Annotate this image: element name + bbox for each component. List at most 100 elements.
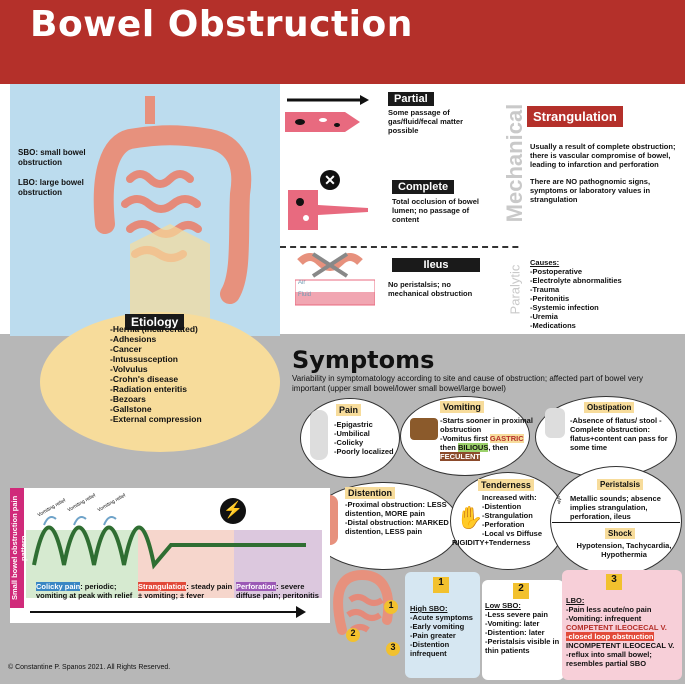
perforation-text: : severe diffuse pain; peritonitis [236, 582, 319, 600]
high-sbo-num: 1 [433, 577, 449, 593]
page-title: Bowel Obstruction [30, 4, 413, 45]
gastric-tag: GASTRIC [489, 434, 524, 443]
high-sbo-item: -Acute symptoms [410, 613, 473, 622]
distention-text: -Proximal obstruction: LESS distention, … [345, 500, 455, 536]
strangulation-text: Usually a result of complete obstruction… [530, 142, 680, 204]
colicky-text: : periodic; vomiting at peak with relief [36, 582, 133, 600]
pain-item: -Poorly localized [334, 447, 394, 456]
cause-item: -Postoperative [530, 267, 583, 276]
bowel-labels: SBO: small bowel obstruction LBO: large … [18, 148, 108, 198]
high-sbo-item: -Early vomiting [410, 622, 465, 631]
perforation-caption: Perforation: severe diffuse pain; perito… [236, 582, 326, 600]
low-sbo-item: -Peristalsis visible in thin patients [485, 637, 560, 655]
sbo-label: SBO: small bowel obstruction [18, 148, 86, 167]
location-marker-3: 3 [386, 642, 400, 656]
vomiting-line-3: then [440, 443, 456, 452]
cause-item: -Peritonitis [530, 294, 570, 303]
low-sbo-item: -Less severe pain [485, 610, 548, 619]
lbo-item: -Pain less acute/no pain [566, 605, 652, 614]
location-marker-1: 1 [384, 600, 398, 614]
etiology-item: -Crohn's disease [110, 374, 179, 384]
partial-icon [285, 95, 369, 132]
cause-item: -Uremia [530, 312, 558, 321]
tenderness-item: Increased with: [482, 493, 537, 502]
lbo-item: -reflux into small bowel; [566, 650, 652, 659]
no-passage-icon: ✕ [320, 170, 340, 190]
anatomy-panel [10, 84, 280, 336]
lbo-list: LBO: -Pain less acute/no pain -Vomiting:… [566, 596, 682, 668]
tenderness-item: -Strangulation [482, 511, 533, 520]
low-sbo-title: Low SBO: [485, 601, 521, 610]
etiology-item: -Hernia (incarcerated) [110, 324, 198, 334]
complete-text: Total occlusion of bowel lumen; no passa… [392, 197, 479, 224]
pain-item: -Umbilical [334, 429, 370, 438]
complete-title: Complete [392, 180, 455, 194]
tenderness-item: -Perforation [482, 520, 525, 529]
high-sbo-item: -Distention infrequent [410, 640, 450, 658]
lbo-title: LBO: [566, 596, 585, 605]
section-divider [280, 246, 680, 248]
pain-title: Pain [336, 404, 362, 416]
lbo-item: -Vomiting: infrequent [566, 614, 642, 623]
colicky-tag: Colicky pain [36, 582, 81, 591]
etiology-item: -Bezoars [110, 394, 146, 404]
bowel-locations-illustration [333, 569, 394, 635]
etiology-title: Etiology [125, 314, 185, 330]
etiology-list: -Hernia (incarcerated) -Adhesions -Cance… [110, 324, 202, 424]
causes-title: Causes: [530, 258, 560, 267]
hand-icon: ✋ [456, 505, 484, 530]
partial-text: Some passage of gas/fluid/fecal matter p… [388, 108, 464, 135]
peristalsis-text: Metallic sounds; absence implies strangu… [570, 494, 661, 521]
stethoscope-icon: ⚕ [556, 495, 562, 507]
time-arrow [30, 611, 300, 613]
cause-item: -Medications [530, 321, 576, 330]
ileus-icon [295, 252, 375, 306]
patient-icon [310, 410, 328, 460]
strangulation-caption-text: : steady pain ± vomiting; ± fever [138, 582, 233, 600]
ileus-text: No peristalsis; no mechanical obstructio… [388, 280, 473, 298]
etiology-item: -External compression [110, 414, 202, 424]
lbo-num: 3 [606, 574, 622, 590]
tenderness-title: Tenderness [478, 479, 534, 491]
tenderness-item: RIGIDITY+Tenderness [452, 538, 531, 547]
ileus-title: Ileus [392, 258, 480, 272]
tenderness-oval [450, 472, 566, 570]
vomiting-line-1: -Starts sooner in proximal obstruction [440, 416, 533, 434]
strangulation-text-1: Usually a result of complete obstruction… [530, 142, 676, 169]
pain-curve [32, 516, 306, 570]
arrow-head-icon [296, 606, 306, 618]
etiology-item: -Adhesions [110, 334, 157, 344]
colicky-caption: Colicky pain: periodic; vomiting at peak… [36, 582, 136, 600]
vomiting-title: Vomiting [440, 401, 484, 413]
etiology-item: -Cancer [110, 344, 142, 354]
incompetent-valve: INCOMPETENT ILEOCECAL V. [566, 641, 675, 650]
lbo-label: LBO: large bowel obstruction [18, 178, 84, 197]
vomiting-figure-icon [410, 418, 438, 440]
mechanical-label: Mechanical [502, 103, 527, 223]
tenderness-item: -Distention [482, 502, 522, 511]
etiology-item: -Volvulus [110, 364, 148, 374]
vomiting-line-4: , then [488, 443, 509, 452]
etiology-item: -Radiation enteritis [110, 384, 187, 394]
strangulation-caption: Strangulation: steady pain ± vomiting; ±… [138, 582, 234, 600]
peristalsis-title: Peristalsis [597, 479, 644, 490]
tenderness-item: -Local vs Diffuse [482, 529, 543, 538]
header-bar [0, 0, 685, 84]
pain-list: -Epigastric -Umbilical -Colicky -Poorly … [334, 420, 394, 456]
partial-title: Partial [388, 92, 434, 106]
pain-pattern-label: Small bowel obstruction pain pattern [10, 488, 28, 608]
high-sbo-title: High SBO: [410, 604, 448, 613]
etiology-oval [40, 312, 280, 452]
closed-loop-tag: -closed loop obstruction [566, 632, 654, 641]
lbo-item: resembles partial SBO [566, 659, 647, 668]
paralytic-label: Paralytic [507, 264, 523, 315]
feculent-tag: FECULENT [440, 452, 480, 461]
tenderness-list: Increased with: -Distention -Strangulati… [452, 493, 543, 547]
lbo-box [562, 570, 682, 680]
high-sbo-item: -Pain greater [410, 631, 456, 640]
causes-list: Causes: -Postoperative -Electrolyte abno… [530, 258, 680, 330]
perforation-tag: Perforation [236, 582, 277, 591]
shock-divider [552, 522, 680, 523]
competent-valve: COMPETENT ILEOCECAL V. [566, 623, 667, 632]
fluid-label: Fluid [298, 292, 312, 298]
